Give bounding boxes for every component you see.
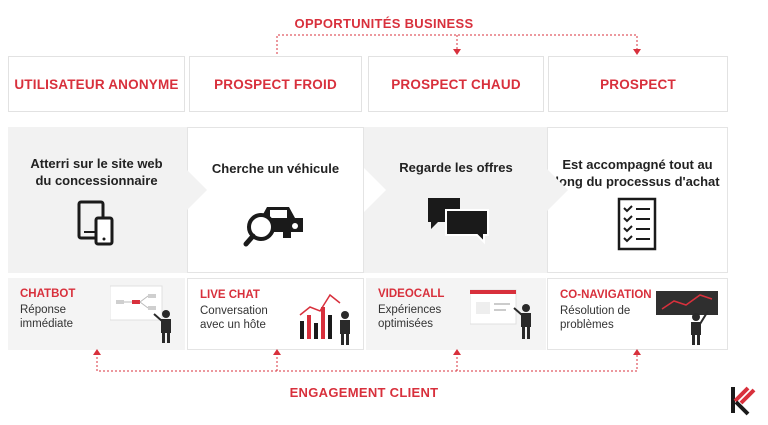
channel-description: Conversation avec un hôte: [200, 305, 268, 331]
checklist-icon: [617, 197, 657, 251]
chevron-right-icon: [546, 168, 568, 212]
bottom-label: ENGAGEMENT CLIENT: [289, 385, 439, 400]
stage-description: Cherche un véhicule: [211, 161, 340, 176]
stage-header-froid: PROSPECT FROID: [189, 56, 362, 112]
chat-bubbles-icon: [428, 198, 489, 245]
stage-header-chaud: PROSPECT CHAUD: [368, 56, 544, 112]
stage-title: PROSPECT FROID: [214, 76, 337, 92]
channel-description: Résolution de problèmes: [560, 305, 631, 331]
bar-growth-illustration: [299, 293, 350, 345]
chevron-right-icon: [185, 168, 207, 212]
stage-title: PROSPECT CHAUD: [391, 76, 521, 92]
stage-title: UTILISATEUR ANONYME: [14, 76, 179, 92]
k-logo-icon: [731, 386, 756, 416]
stage-header-anonyme: UTILISATEUR ANONYME: [8, 56, 185, 112]
channel-card-videocall: VIDEOCALL Expériences optimisées: [366, 278, 546, 350]
channel-title: LIVE CHAT: [200, 289, 260, 301]
stage-description: Atterri sur le site web du concessionnai…: [30, 156, 163, 188]
channel-description: Réponse immédiate: [20, 304, 74, 330]
stage-title: PROSPECT: [600, 76, 676, 92]
whiteboard-illustration: [656, 291, 718, 345]
channel-card-conavigation: CO-NAVIGATION Résolution de problèmes: [547, 278, 728, 350]
brand-logo: [724, 383, 758, 417]
channel-title: CO-NAVIGATION: [560, 289, 652, 301]
channel-title: CHATBOT: [20, 288, 76, 300]
stage-header-prospect: PROSPECT: [548, 56, 728, 112]
channel-description: Expériences optimisées: [378, 304, 442, 330]
stage-description: Est accompagné tout au long du processus…: [555, 157, 720, 189]
stage-description: Regarde les offres: [399, 160, 513, 175]
channel-card-livechat: LIVE CHAT Conversation avec un hôte: [187, 278, 364, 350]
chevron-right-icon: [364, 168, 386, 212]
stage-card-chaud: Regarde les offres: [366, 127, 546, 273]
stage-card-anonyme: Atterri sur le site web du concessionnai…: [8, 127, 185, 273]
channel-card-chatbot: CHATBOT Réponse immédiate: [8, 278, 185, 350]
stage-card-froid: Cherche un véhicule: [187, 127, 364, 273]
presenter-flowchart-illustration: [110, 285, 171, 343]
video-screen-illustration: [470, 289, 531, 339]
devices-icon: [77, 200, 114, 246]
car-search-icon: [243, 207, 303, 247]
top-connector: [276, 34, 641, 55]
channel-title: VIDEOCALL: [378, 288, 445, 300]
top-label: OPPORTUNITÉS BUSINESS: [294, 16, 474, 31]
bottom-connector: [93, 349, 641, 372]
